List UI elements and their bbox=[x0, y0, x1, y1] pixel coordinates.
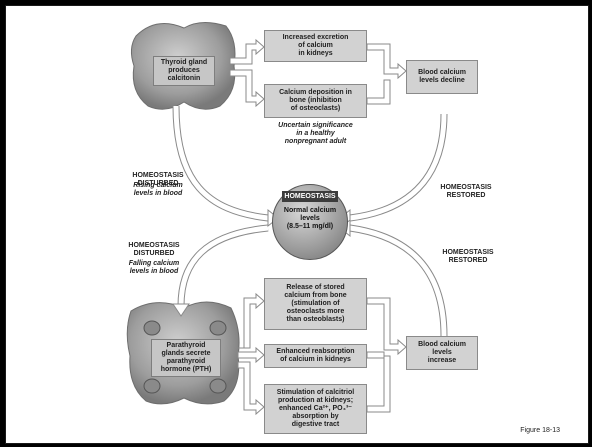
rising-calcium-text: Rising calcium levels in blood bbox=[133, 182, 183, 197]
homeostasis-disturbed-falling: HOMEOSTASIS DISTURBED bbox=[128, 242, 180, 257]
homeostasis-center-circle: HOMEOSTASIS Normal calcium levels (8.5–1… bbox=[272, 184, 348, 260]
arrow-parathyroid-to-calcitriol bbox=[237, 361, 265, 416]
falling-calcium-text: Falling calcium levels in blood bbox=[128, 260, 180, 275]
arrow-reabsorption-to-increase bbox=[366, 351, 385, 359]
effect-box-reabsorption: Enhanced reabsorption of calcium in kidn… bbox=[264, 344, 367, 368]
arrowhead-to-parathyroid bbox=[172, 303, 190, 317]
diagram-arrows bbox=[126, 22, 448, 416]
effect-box-calcitriol: Stimulation of calcitriol production at … bbox=[264, 384, 367, 434]
arrow-thyroid-to-deposition bbox=[229, 69, 265, 108]
uncertain-significance-note: Uncertain significance in a healthy nonp… bbox=[278, 122, 353, 145]
thyroid-label: Thyroid gland produces calcitonin bbox=[153, 56, 215, 86]
arrow-excretion-to-decline bbox=[366, 43, 407, 80]
arrow-release-to-increase bbox=[366, 297, 407, 356]
center-title: HOMEOSTASIS bbox=[282, 191, 338, 202]
homeostasis-restored-top: HOMEOSTASIS RESTORED bbox=[440, 184, 492, 199]
center-normal-levels: Normal calcium levels (8.5–11 mg/dl) bbox=[283, 207, 337, 230]
figure-slide: Thyroid gland produces calcitonin Increa… bbox=[5, 5, 589, 444]
homeostasis-disturbed-rising: HOMEOSTASIS DISTURBED bbox=[118, 164, 198, 188]
parathyroid-label: Parathyroid glands secrete parathyroid h… bbox=[151, 339, 221, 377]
effect-box-excretion: Increased excretion of calcium in kidney… bbox=[264, 30, 367, 62]
arrow-parathyroid-to-release bbox=[238, 292, 265, 349]
arrow-parathyroid-to-reabsorption bbox=[237, 346, 265, 364]
effect-box-bone-release: Release of stored calcium from bone (sti… bbox=[264, 278, 367, 330]
homeostasis-restored-bottom: HOMEOSTASIS RESTORED bbox=[442, 249, 494, 264]
arrow-calcitriol-to-increase bbox=[366, 355, 391, 413]
effect-box-bone-deposition: Calcium deposition in bone (inhibition o… bbox=[264, 84, 367, 118]
arrow-deposition-to-decline bbox=[366, 79, 391, 105]
result-box-calcium-increase: Blood calcium levels increase bbox=[406, 336, 478, 370]
loop-disturbed-rising bbox=[172, 105, 269, 222]
arrow-thyroid-to-excretion bbox=[229, 38, 265, 65]
result-box-calcium-decline: Blood calcium levels decline bbox=[406, 60, 478, 94]
disturbed-rising-title: HOMEOSTASIS DISTURBED bbox=[132, 172, 184, 187]
figure-caption: Figure 18-13 bbox=[520, 427, 560, 434]
